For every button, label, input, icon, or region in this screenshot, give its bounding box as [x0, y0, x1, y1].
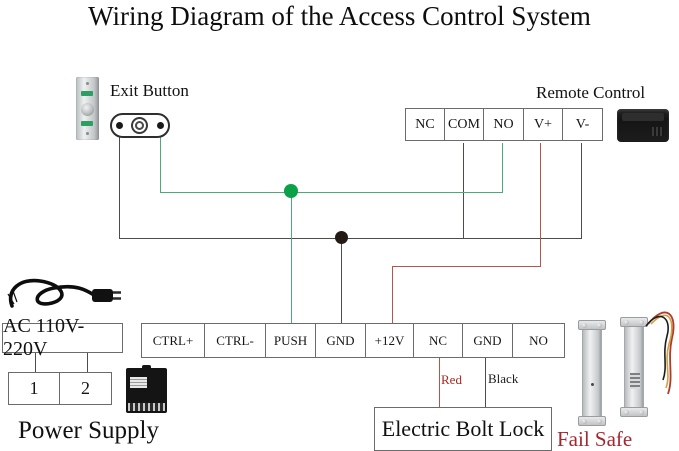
- red-wire-label: Red: [441, 372, 462, 387]
- terminal-cell: V+: [524, 109, 563, 140]
- ac-voltage-box: AC 110V-220V: [2, 315, 123, 360]
- terminal-cell: NC: [414, 324, 463, 357]
- wire-bus-to-gnd: [341, 238, 342, 323]
- terminal-cell: GND: [316, 324, 366, 357]
- bolt-lock-photo-right: [620, 317, 648, 417]
- terminal-cell: NO: [484, 109, 524, 140]
- black-junction-dot: [335, 231, 348, 244]
- terminal-cell: +12V: [366, 324, 414, 357]
- wire-vplus-drop: [540, 143, 541, 266]
- exit-terminal-right: [157, 122, 164, 129]
- exit-button-photo: [76, 77, 99, 140]
- exit-button-rear: [110, 113, 170, 138]
- wire-com-drop: [463, 143, 464, 238]
- exit-button-label: Exit Button: [110, 81, 189, 100]
- terminal-cell: NO: [529, 332, 548, 348]
- remote-control-label: Remote Control: [536, 83, 646, 102]
- psu-link-1: [35, 353, 36, 372]
- page-title: Wiring Diagram of the Access Control Sys…: [88, 1, 591, 31]
- terminal-cell: 2: [81, 378, 90, 398]
- psu-link-2: [87, 353, 88, 372]
- exit-terminal-left: [116, 122, 123, 129]
- wire-dark-bus: [119, 238, 582, 239]
- power-supply-photo: [126, 365, 167, 413]
- exit-button-contact: [131, 117, 148, 134]
- wire-green-bus: [160, 192, 503, 193]
- wire-red-run: [392, 266, 541, 267]
- wire-exit-to-bus: [119, 137, 120, 239]
- electric-bolt-lock-box: Electric Bolt Lock: [374, 407, 552, 451]
- wire-exit-to-green-bus: [160, 137, 161, 192]
- wire-nc-to-lock-red: [439, 358, 440, 407]
- terminal-cell: 1: [9, 373, 60, 404]
- bolt-lock-photo-left: [578, 320, 606, 426]
- terminal-cell: COM: [445, 109, 484, 140]
- terminal-cell: PUSH: [266, 324, 316, 357]
- terminal-cell: CTRL+: [142, 324, 205, 357]
- bolt-lock-wires-image: [645, 311, 675, 395]
- wire-gnd-to-lock-black: [485, 358, 486, 407]
- terminal-cell: GND: [463, 324, 513, 357]
- terminal-cell: NC: [406, 109, 445, 140]
- terminal-cell: CTRL-: [205, 324, 266, 357]
- wire-red-to-12v: [392, 266, 393, 323]
- remote-receiver-photo: [617, 109, 669, 142]
- terminal-cell: V-: [575, 116, 590, 132]
- wire-no-drop: [502, 143, 503, 192]
- wire-vminus-drop: [581, 143, 582, 238]
- green-junction-dot: [284, 184, 298, 198]
- black-wire-label: Black: [488, 371, 519, 386]
- power-cord-image: [7, 278, 121, 308]
- power-supply-label: Power Supply: [18, 417, 159, 444]
- fail-safe-mode-label: Fail Safe Mode: [557, 427, 633, 451]
- wire-green-to-push: [291, 192, 292, 323]
